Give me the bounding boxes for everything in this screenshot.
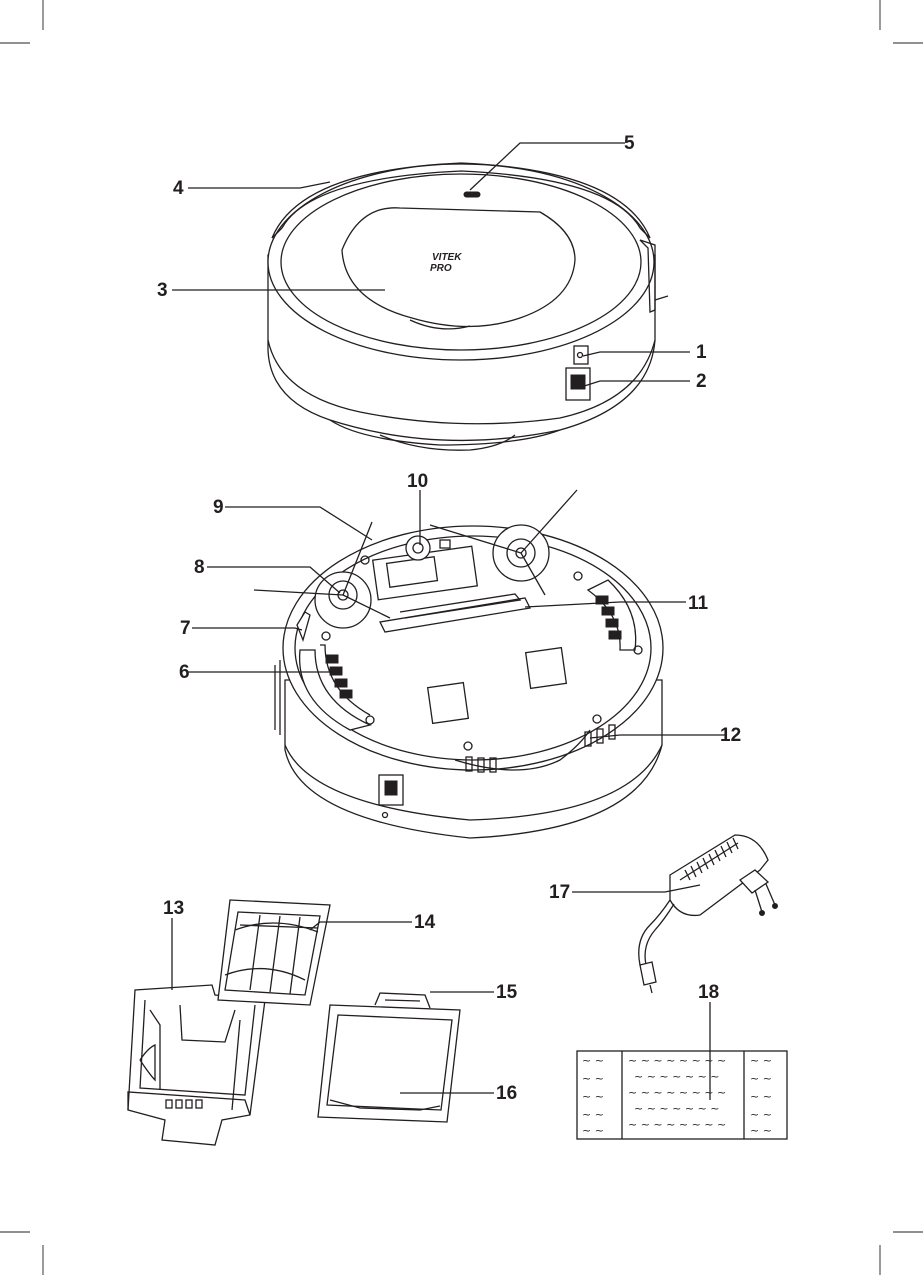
filter-frame xyxy=(317,992,461,1123)
callout-1: 1 xyxy=(696,342,707,363)
svg-text:~ ~: ~ ~ xyxy=(582,1108,604,1121)
right-wheel xyxy=(586,579,637,651)
callout-9: 9 xyxy=(213,497,224,518)
callout-15: 15 xyxy=(496,982,518,1003)
brand-line1: VITEK xyxy=(432,252,462,263)
vacuum-top-view: VITEK PRO xyxy=(267,162,669,451)
callout-5: 5 xyxy=(624,133,635,154)
svg-text:~ ~: ~ ~ xyxy=(750,1072,772,1085)
mop-cloth: ~ ~ ~ ~ ~ ~ ~ ~ ~ ~ ~ ~ ~ ~ ~ ~ ~ ~ ~ ~ ~ ~ ~… xyxy=(576,1050,788,1140)
svg-text:~ ~: ~ ~ xyxy=(750,1124,772,1137)
svg-text:~ ~: ~ ~ xyxy=(582,1090,604,1103)
callout-10: 10 xyxy=(407,471,428,492)
callout-13: 13 xyxy=(163,898,184,919)
svg-text:~ ~: ~ ~ xyxy=(582,1072,604,1085)
svg-text:~ ~ ~ ~ ~ ~ ~: ~ ~ ~ ~ ~ ~ ~ xyxy=(634,1102,720,1115)
callout-7: 7 xyxy=(180,618,191,639)
svg-text:~ ~ ~ ~ ~ ~ ~: ~ ~ ~ ~ ~ ~ ~ xyxy=(634,1070,720,1083)
left-side-brush xyxy=(253,521,391,629)
leader-lines xyxy=(171,142,725,1100)
callout-11: 11 xyxy=(688,593,709,614)
callout-12: 12 xyxy=(720,725,741,746)
callout-14: 14 xyxy=(414,912,436,933)
callout-18: 18 xyxy=(698,982,719,1003)
right-side-brush xyxy=(429,489,578,596)
svg-text:~ ~ ~ ~ ~ ~ ~ ~: ~ ~ ~ ~ ~ ~ ~ ~ xyxy=(628,1118,726,1131)
callout-4: 4 xyxy=(173,178,184,199)
svg-text:~ ~: ~ ~ xyxy=(582,1124,604,1137)
svg-text:~ ~ ~ ~ ~ ~ ~ ~: ~ ~ ~ ~ ~ ~ ~ ~ xyxy=(628,1086,726,1099)
svg-text:~ ~: ~ ~ xyxy=(750,1090,772,1103)
callout-3: 3 xyxy=(157,280,168,301)
svg-text:~ ~: ~ ~ xyxy=(750,1108,772,1121)
callout-2: 2 xyxy=(696,371,707,392)
svg-text:~ ~: ~ ~ xyxy=(582,1054,604,1067)
callout-17: 17 xyxy=(549,882,570,903)
callout-8: 8 xyxy=(194,557,205,578)
hepa-filter xyxy=(217,899,331,1006)
callout-numbers: 1 2 3 4 5 6 7 8 9 10 11 12 13 14 15 16 1… xyxy=(157,133,741,1104)
callout-6: 6 xyxy=(179,662,190,683)
svg-text:~ ~: ~ ~ xyxy=(750,1054,772,1067)
callout-16: 16 xyxy=(496,1083,517,1104)
power-adapter xyxy=(638,834,778,994)
svg-text:~ ~ ~ ~ ~ ~ ~ ~: ~ ~ ~ ~ ~ ~ ~ ~ xyxy=(628,1054,726,1067)
brand-line2: PRO xyxy=(430,263,452,274)
vacuum-bottom-view xyxy=(253,489,664,839)
dust-bin xyxy=(127,984,266,1146)
left-wheel xyxy=(298,644,372,731)
